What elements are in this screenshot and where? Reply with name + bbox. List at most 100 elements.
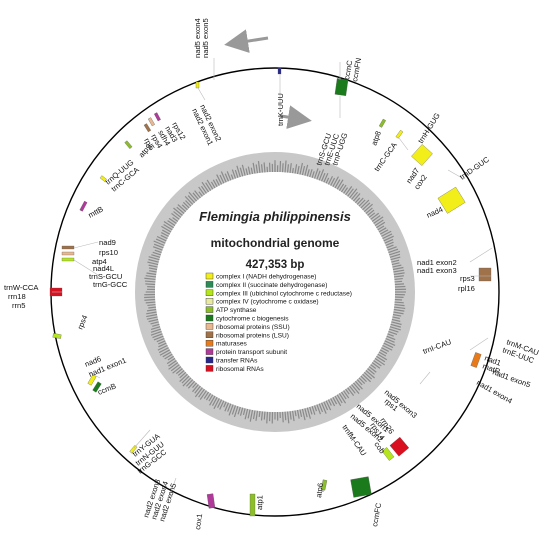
- gc-content-bar: [362, 373, 371, 383]
- gc-content-bar: [224, 402, 230, 412]
- gc-content-bar: [365, 207, 373, 215]
- gc-content-bar: [393, 308, 405, 312]
- gene-block-rps4-left: [52, 333, 62, 339]
- gc-content-bar: [394, 283, 405, 286]
- gc-content-bar: [177, 369, 185, 376]
- gene-label-trnd-guc: trnD-GUC: [458, 155, 491, 182]
- legend-label-protein-transport: protein transport subunit: [216, 349, 287, 356]
- gc-content-bar: [393, 275, 404, 278]
- gc-content-bar: [147, 261, 159, 266]
- gc-content-bar: [342, 187, 349, 194]
- gc-content-bar: [260, 164, 264, 173]
- gc-content-bar: [352, 382, 361, 391]
- legend-swatch-complex-I: [205, 272, 214, 280]
- gene-label-nad5-exon4: nad5 exon4: [193, 18, 202, 58]
- gc-content-bar: [157, 344, 168, 351]
- legend-label-atp-synthase: ATP synthase: [216, 307, 257, 314]
- gc-content-bar: [146, 316, 158, 320]
- gc-content-bar: [144, 277, 156, 281]
- gc-content-bar: [289, 163, 292, 174]
- gene-label-atp1: atp1: [255, 495, 265, 510]
- connector-trnm: [469, 337, 489, 351]
- gc-content-bar: [245, 168, 249, 176]
- connector-nad1-exon2: [469, 247, 493, 263]
- gc-content-bar: [294, 164, 298, 174]
- gc-content-bar: [212, 179, 218, 188]
- gc-content-bar: [144, 298, 156, 301]
- gc-content-bar: [388, 248, 399, 254]
- gc-content-bar: [148, 267, 158, 271]
- gene-block-rps12: [154, 112, 161, 122]
- genome-type: mitochondrial genome: [211, 236, 340, 250]
- gc-content-bar: [281, 163, 284, 173]
- gene-block-rps10: [61, 251, 75, 256]
- gc-content-bar: [377, 353, 388, 361]
- gc-content-bar: [192, 192, 199, 200]
- gc-content-bar: [236, 165, 241, 178]
- gc-content-bar: [198, 186, 205, 196]
- gene-label-mttb: mttB: [87, 204, 105, 219]
- gc-content-bar: [330, 398, 336, 407]
- gene-label-rpl16: rpl16: [458, 284, 475, 293]
- gc-content-bar: [347, 387, 355, 396]
- gc-content-bar: [327, 399, 332, 406]
- gc-content-bar: [318, 169, 325, 181]
- gc-content-bar: [177, 204, 187, 213]
- gc-content-bar: [187, 195, 196, 204]
- gene-block-rps14: [381, 447, 395, 461]
- gene-label-nad5-exon5: nad5 exon5: [201, 18, 210, 58]
- gc-content-bar: [383, 235, 394, 242]
- gc-content-bar: [323, 172, 329, 183]
- gc-content-bar: [258, 410, 261, 418]
- gc-content-bar: [215, 178, 220, 186]
- gc-content-bar: [263, 411, 266, 420]
- gc-content-bar: [144, 280, 156, 283]
- gc-content-bar: [358, 199, 366, 207]
- gc-content-bar: [382, 233, 393, 240]
- gc-content-bar: [148, 264, 158, 268]
- gc-content-bar: [354, 197, 361, 204]
- gene-block-rrn26: [389, 436, 410, 457]
- gc-content-bar: [304, 408, 308, 418]
- legend-label-complex-I: complex I (NADH dehydrogenase): [216, 274, 316, 281]
- gc-content-bar: [185, 379, 194, 387]
- gc-content-bar: [284, 160, 287, 173]
- gc-content-bar: [145, 301, 156, 304]
- gc-content-bar: [194, 190, 201, 199]
- legend-label-complex-III: complex III (ubichinol cytochrome c redu…: [216, 290, 352, 297]
- gc-content-bar: [360, 375, 367, 383]
- gc-content-bar: [216, 174, 223, 185]
- species-name: Flemingia philippinensis: [199, 209, 351, 224]
- gc-content-bar: [150, 328, 162, 333]
- gc-content-bar: [206, 179, 214, 190]
- gc-content-bar: [384, 238, 394, 244]
- gc-content-bar: [284, 411, 287, 421]
- gc-content-bar: [390, 256, 401, 261]
- gc-content-bar: [306, 169, 310, 177]
- gc-content-bar: [378, 351, 387, 357]
- gene-label-nad9: nad9: [99, 238, 116, 247]
- gc-content-bar: [386, 244, 394, 249]
- direction-arrow-outer: [224, 29, 269, 54]
- gene-block-nad9: [61, 245, 75, 250]
- gc-content-bar: [166, 357, 176, 365]
- gene-label-nad4: nad4: [425, 205, 444, 220]
- gc-content-bar: [320, 172, 326, 182]
- gc-content-bar: [224, 173, 230, 182]
- gc-content-bar: [286, 164, 290, 173]
- gc-content-bar: [163, 221, 175, 229]
- gc-content-bar: [306, 407, 311, 419]
- gc-content-bar: [352, 193, 361, 202]
- gc-content-bar: [175, 368, 183, 375]
- gc-content-bar: [239, 167, 244, 177]
- gc-content-bar: [194, 385, 201, 394]
- gene-block-ccmb: [92, 381, 102, 393]
- gc-content-bar: [247, 409, 251, 419]
- legend: complex I (NADH dehydrogenase) complex II…: [205, 272, 352, 373]
- gc-content-bar: [313, 405, 318, 412]
- gc-content-bar: [167, 220, 176, 227]
- gc-content-bar: [393, 306, 406, 310]
- gc-content-bar: [198, 388, 205, 398]
- gc-content-bar: [205, 392, 212, 401]
